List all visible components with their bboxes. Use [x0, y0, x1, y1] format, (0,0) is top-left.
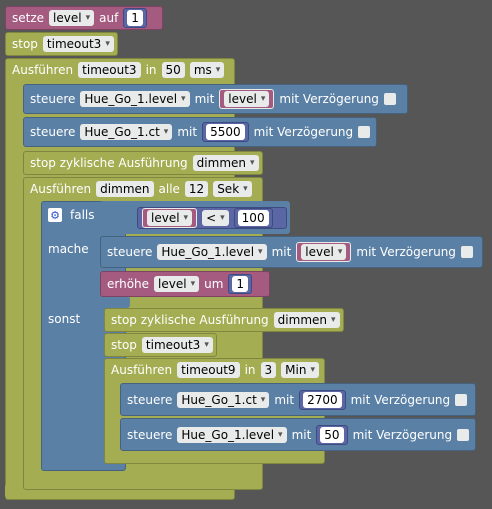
number-field[interactable]: 50 — [320, 427, 344, 443]
operator-dropdown[interactable]: < — [202, 210, 229, 226]
interval-dropdown[interactable]: dimmen — [273, 312, 340, 328]
number-block[interactable]: 2700 — [299, 390, 346, 410]
unit-dropdown[interactable]: Sek — [213, 181, 252, 197]
control-label: steuere — [30, 92, 76, 106]
else-label: sonst — [48, 312, 81, 326]
if-arm-middle — [100, 296, 130, 308]
control-label: steuere — [107, 245, 153, 259]
target-dropdown[interactable]: Hue_Go_1.level — [177, 427, 287, 443]
stop-timeout-block[interactable]: stop timeout3 — [5, 32, 118, 56]
timeout-dropdown[interactable]: timeout3 — [141, 337, 213, 353]
exec-label: Ausführen — [12, 63, 74, 77]
delay-label: mit Verzögerung — [356, 245, 456, 259]
if-label: falls — [70, 208, 95, 222]
unit-dropdown[interactable]: Min — [281, 362, 319, 378]
delay-label: mit Verzögerung — [253, 125, 354, 139]
target-dropdown[interactable]: Hue_Go_1.ct — [80, 124, 173, 140]
exec-label: Ausführen — [111, 363, 173, 377]
variable-dropdown-level[interactable]: level — [224, 91, 270, 107]
number-field[interactable]: 5500 — [206, 124, 245, 140]
with-label: mit — [271, 245, 292, 259]
delay-checkbox[interactable] — [358, 126, 370, 138]
comparison-block[interactable]: level < 100 — [137, 207, 287, 229]
with-label: mit — [177, 125, 198, 139]
variable-block[interactable]: level — [296, 242, 352, 262]
variable-dropdown-level[interactable]: level — [147, 210, 193, 226]
control-label: steuere — [127, 428, 173, 442]
with-label: mit — [274, 393, 295, 407]
target-dropdown[interactable]: Hue_Go_1.level — [80, 91, 190, 107]
number-block[interactable]: 5500 — [202, 122, 249, 142]
number-field[interactable]: 1 — [127, 10, 143, 26]
timeout-name-field[interactable]: timeout9 — [177, 362, 240, 378]
delay-field[interactable]: 3 — [260, 362, 277, 378]
variable-block[interactable]: level — [142, 208, 198, 228]
target-dropdown[interactable]: Hue_Go_1.level — [157, 244, 267, 260]
increment-block[interactable]: erhöhe level um 1 — [100, 271, 270, 297]
delay-label: mit Verzögerung — [352, 428, 453, 442]
increment-label: erhöhe — [107, 277, 150, 291]
number-field[interactable]: 100 — [237, 210, 269, 226]
set-variable-block[interactable]: setze level auf 1 — [5, 6, 163, 30]
in-label: in — [145, 63, 157, 77]
with-label: mit — [194, 92, 215, 106]
to-label: auf — [99, 11, 119, 25]
variable-dropdown-level[interactable]: level — [49, 10, 95, 26]
variable-dropdown-level[interactable]: level — [301, 244, 347, 260]
control-ct-block[interactable]: steuere Hue_Go_1.ct mit 2700 mit Verzöge… — [120, 383, 476, 416]
control-ct-block[interactable]: steuere Hue_Go_1.ct mit 5500 mit Verzöge… — [23, 117, 377, 147]
set-label: setze — [12, 11, 45, 25]
delay-checkbox[interactable] — [383, 93, 396, 105]
with-label: mit — [291, 428, 312, 442]
stop-cyclic-label: stop zyklische Ausführung — [30, 156, 188, 170]
stop-cyclic-block[interactable]: stop zyklische Ausführung dimmen — [23, 151, 263, 175]
interval-name-field[interactable]: dimmen — [96, 181, 154, 197]
by-label: um — [204, 277, 224, 291]
delay-checkbox[interactable] — [455, 394, 468, 406]
gear-icon[interactable]: ⚙ — [48, 208, 62, 222]
control-label: steuere — [127, 393, 173, 407]
delay-checkbox[interactable] — [457, 429, 469, 441]
in-label: in — [244, 363, 256, 377]
delay-field[interactable]: 50 — [161, 62, 185, 78]
unit-dropdown[interactable]: ms — [189, 62, 225, 78]
stop-label: stop — [111, 338, 137, 352]
stop-timeout-block[interactable]: stop timeout3 — [104, 333, 217, 357]
number-field[interactable]: 2700 — [303, 392, 342, 408]
control-level-block[interactable]: steuere Hue_Go_1.level mit 50 mit Verzög… — [120, 418, 476, 451]
do-label: mache — [48, 242, 89, 256]
delay-label: mit Verzögerung — [279, 92, 379, 106]
delay-checkbox[interactable] — [460, 246, 473, 258]
delay-label: mit Verzögerung — [350, 393, 451, 407]
number-block[interactable]: 1 — [123, 8, 147, 28]
stop-label: stop — [12, 37, 38, 51]
timeout-dropdown[interactable]: timeout3 — [42, 36, 114, 52]
control-level-block[interactable]: steuere Hue_Go_1.level mit level mit Ver… — [23, 84, 408, 114]
target-dropdown[interactable]: Hue_Go_1.ct — [177, 392, 270, 408]
number-field[interactable]: 1 — [232, 276, 249, 292]
control-label: steuere — [30, 125, 76, 139]
variable-block[interactable]: level — [219, 89, 275, 109]
number-block[interactable]: 50 — [316, 425, 348, 445]
stop-cyclic-block[interactable]: stop zyklische Ausführung dimmen — [104, 308, 344, 332]
stop-cyclic-label: stop zyklische Ausführung — [111, 313, 269, 327]
number-block[interactable]: 100 — [233, 208, 273, 228]
interval-field[interactable]: 12 — [184, 181, 209, 197]
control-level-block[interactable]: steuere Hue_Go_1.level mit level mit Ver… — [100, 236, 483, 268]
every-label: alle — [158, 182, 180, 196]
variable-dropdown-level[interactable]: level — [154, 276, 200, 292]
interval-dropdown[interactable]: dimmen — [192, 155, 259, 171]
timeout-name-field[interactable]: timeout3 — [78, 62, 141, 78]
exec-label: Ausführen — [30, 182, 92, 196]
number-block[interactable]: 1 — [228, 274, 253, 294]
